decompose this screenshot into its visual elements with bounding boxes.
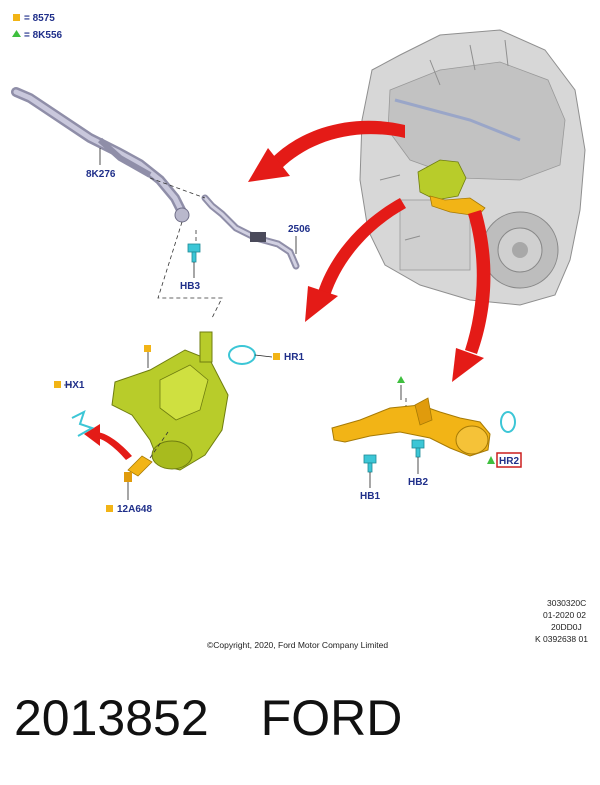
arrow-to-clip — [96, 432, 132, 460]
legend-label-triangle: = 8K556 — [24, 30, 63, 41]
arrow-to-hose — [272, 120, 405, 168]
outlet-part — [331, 376, 516, 457]
callout-sensor-marker — [106, 505, 113, 512]
engine-illustration — [359, 29, 586, 306]
arrow-to-outlet — [465, 210, 491, 354]
part-caption: 2013852 FORD — [14, 688, 594, 748]
callout-bolt-right: HB2 — [408, 477, 428, 488]
arrow-to-housing-head — [305, 286, 338, 322]
reference-code-line: 01-2020 02 — [543, 610, 586, 620]
copyright-text: ©Copyright, 2020, Ford Motor Company Lim… — [207, 640, 388, 650]
clip-part — [54, 381, 95, 437]
callout-clip: HX1 — [65, 380, 85, 391]
callout-bolt-top: HB3 — [180, 281, 200, 292]
reference-code-line: 3030320C — [547, 598, 586, 608]
callout-sensor: 12A648 — [117, 504, 152, 515]
legend-label-square: = 8575 — [24, 13, 55, 24]
reference-codes: 3030320C 01-2020 02 20DD0J K 0392638 01 — [535, 598, 588, 644]
red-arrows — [84, 120, 491, 460]
callout-oring-housing-marker — [273, 353, 280, 360]
brand-name: FORD — [260, 690, 403, 746]
pipe-part — [201, 194, 300, 270]
part-number: 2013852 — [14, 690, 209, 746]
legend: = 8575 = 8K556 — [12, 13, 63, 41]
bolt-hb1-part — [363, 454, 377, 473]
bolt-hb2-part — [411, 439, 425, 458]
arrow-to-clip-head — [84, 424, 100, 446]
legend-triangle-icon — [12, 30, 21, 37]
arrow-to-outlet-head — [452, 348, 484, 382]
reference-code-line: 20DD0J — [551, 622, 582, 632]
callouts: 8K276 2506 HB3 HR1 HX1 12A648 HB1 HB2 HR… — [65, 169, 522, 515]
callout-pipe: 2506 — [288, 224, 311, 235]
callout-oring-outlet-box — [496, 452, 522, 468]
callout-oring-housing: HR1 — [284, 352, 304, 363]
sensor-part — [124, 431, 169, 482]
callout-bolt-left: HB1 — [360, 491, 380, 502]
reference-code-line: K 0392638 01 — [535, 634, 588, 644]
legend-square-icon — [13, 14, 20, 21]
arrow-to-housing — [318, 198, 406, 296]
parts-diagram: = 8575 = 8K556 — [11, 13, 588, 650]
callout-oring-outlet-triangle-icon — [487, 456, 495, 464]
housing-part — [111, 331, 256, 471]
bolt-hb3-part — [187, 243, 201, 263]
hose-part — [11, 87, 190, 223]
callout-oring-outlet: HR2 — [499, 456, 519, 467]
leader-lines — [64, 148, 419, 500]
arrow-to-hose-head — [248, 148, 290, 182]
callout-hose: 8K276 — [86, 169, 116, 180]
